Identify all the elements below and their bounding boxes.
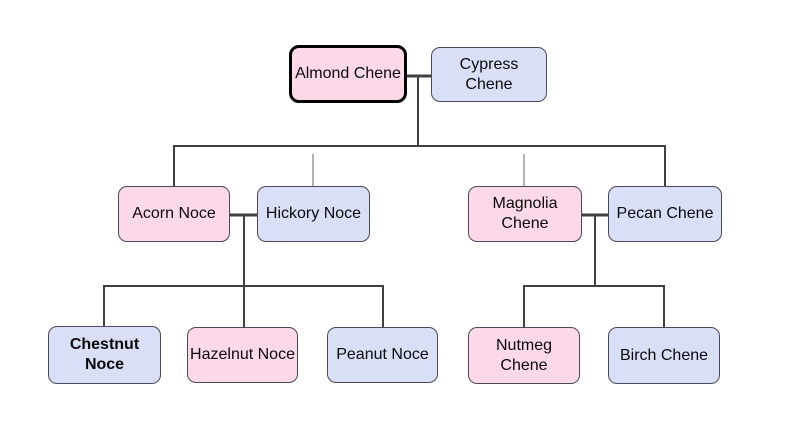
node-label: Birch Chene [619, 346, 709, 364]
tree-node-birch-chene[interactable]: Birch Chene [608, 327, 720, 384]
tree-node-acorn-noce[interactable]: Acorn Noce [118, 186, 230, 242]
node-label: Chestnut Noce [69, 336, 140, 373]
node-label: Almond Chene [295, 65, 401, 83]
tree-node-cypress-chene[interactable]: Cypress Chene [431, 47, 547, 102]
tree-node-almond-chene[interactable]: Almond Chene [289, 45, 407, 103]
node-label: Peanut Noce [336, 346, 429, 364]
node-label: Nutmeg Chene [495, 336, 553, 374]
node-label: Magnolia Chene [492, 195, 558, 232]
tree-node-nutmeg-chene[interactable]: Nutmeg Chene [468, 327, 580, 384]
tree-node-chestnut-noce[interactable]: Chestnut Noce [48, 326, 161, 384]
node-label: Acorn Noce [132, 205, 216, 223]
sibling-rail-gen2 [173, 145, 666, 186]
node-label: Hazelnut Noce [190, 346, 295, 364]
node-label: Pecan Chene [616, 205, 714, 223]
sibling-rail-gen3-right [523, 285, 665, 327]
tree-node-hazelnut-noce[interactable]: Hazelnut Noce [187, 327, 298, 383]
node-label: Hickory Noce [265, 205, 362, 223]
node-label: Cypress Chene [459, 55, 519, 93]
tree-node-pecan-chene[interactable]: Pecan Chene [608, 186, 722, 242]
tree-node-hickory-noce[interactable]: Hickory Noce [257, 186, 370, 242]
tree-node-peanut-noce[interactable]: Peanut Noce [327, 327, 438, 383]
tree-node-magnolia-chene[interactable]: Magnolia Chene [468, 186, 582, 242]
sibling-rail-gen3-left [103, 285, 384, 327]
